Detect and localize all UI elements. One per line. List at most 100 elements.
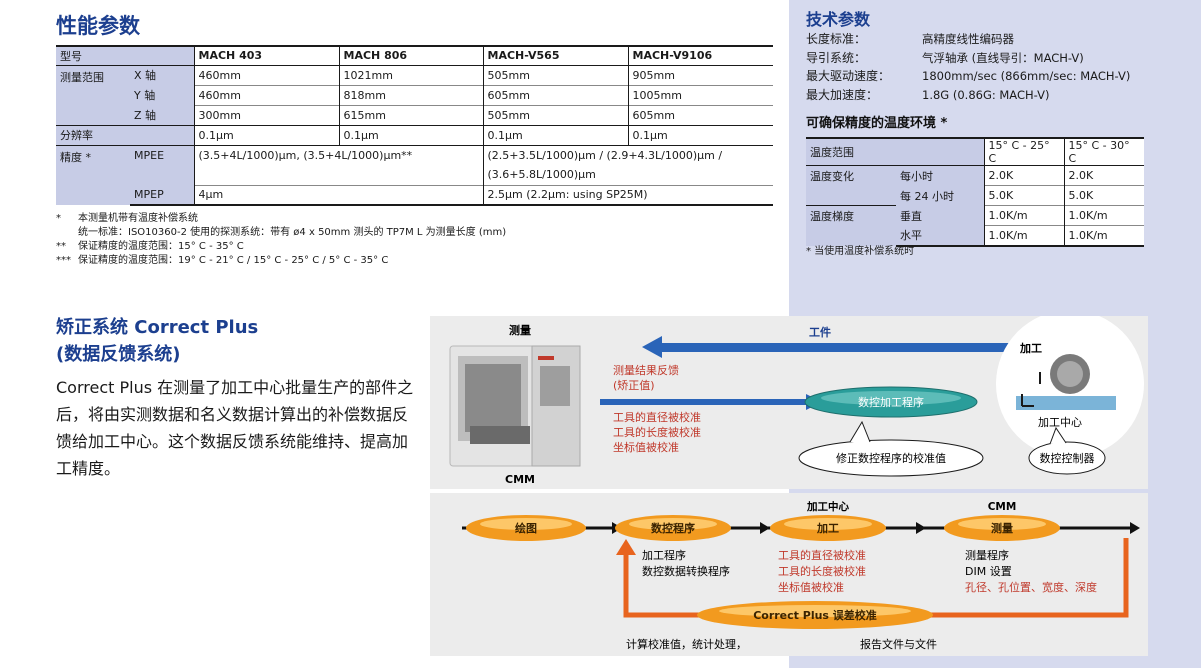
axis-icon: [1021, 394, 1034, 407]
correct-plus-title: 矫正系统 Correct Plus (数据反馈系统): [56, 314, 258, 368]
footnote: 统一标准：ISO10360-2 使用的探测系统：带有 ø4 x 50mm 测头的…: [56, 226, 506, 240]
tech-value: 1.8G (0.86G: MACH-V): [922, 87, 1050, 102]
tech-key: 最大驱动速度：: [806, 69, 891, 83]
table-cell: 905mm: [627, 65, 773, 85]
table-cell-empty: [193, 165, 483, 185]
step-pill: 绘图: [466, 515, 586, 541]
measure-note: DIM 设置: [965, 565, 1012, 578]
table-row: 测量范围 X 轴 460mm 1021mm 505mm 905mm: [56, 65, 773, 125]
measure-note: 测量程序: [965, 548, 1009, 562]
flow-arrow-head: [1130, 522, 1140, 534]
footnote: **保证精度的温度范围：15° C - 35° C: [56, 240, 506, 254]
temp-sub-label: 每 24 小时: [896, 185, 984, 206]
speech-bubble-controller: [1028, 441, 1106, 475]
table-row: 温度梯度 垂直 1.0K/m 1.0K/m: [806, 205, 1144, 246]
correct-plus-body: Correct Plus 在测量了加工中心批量生产的部件之后，将由实测数据和名义…: [56, 378, 414, 478]
table-cell: (3.5+4L/1000)μm, (3.5+4L/1000)μm**: [193, 144, 483, 165]
correct-plus-label: Correct Plus 误差校准: [753, 608, 877, 622]
bubble-controller-text: 数控控制器: [1040, 451, 1095, 465]
temp-table: 温度范围 15° C - 25° C 15° C - 30° C 温度变化 每小…: [806, 137, 1144, 247]
tech-value: 气浮轴承 (直线导引：MACH-V): [922, 50, 1084, 65]
table-cell: 460mm: [193, 65, 339, 85]
workpiece-label: 工件: [809, 325, 831, 339]
machining-note: 工具的直径被校准: [778, 548, 866, 562]
model-cell: MACH-V565: [482, 45, 628, 66]
workpiece-arrow-head: [642, 336, 662, 358]
footnote-text: 统一标准：ISO10360-2 使用的探测系统：带有 ø4 x 50mm 测头的…: [78, 227, 507, 238]
tech-title: 技术参数: [806, 10, 871, 29]
feedback-loop-arrow-head: [616, 539, 636, 555]
tech-value: 高精度线性编码器: [922, 32, 1014, 46]
model-cell: MACH-V9106: [627, 45, 773, 66]
calib-text: 坐标值被校准: [613, 440, 679, 454]
step-pill: 加工: [770, 515, 886, 541]
temp-sub-label: 每小时: [896, 165, 984, 186]
bubble-calibration-text: 修正数控程序的校准值: [836, 451, 946, 465]
tech-key: 长度标准：: [806, 32, 867, 46]
range-label: 测量范围: [56, 65, 130, 125]
temp-note: * 当使用温度补偿系统时: [806, 246, 915, 257]
table-cell: 0.1μm: [482, 124, 628, 145]
table-row: Y 轴 460mm 818mm 605mm 1005mm: [56, 84, 773, 105]
table-row: (3.6+5.8L/1000)μm: [56, 165, 773, 185]
nc-program-label: 数控加工程序: [858, 395, 924, 409]
table-cell: 505mm: [482, 104, 628, 125]
workpiece-block: [1016, 396, 1116, 410]
correct-plus-title-line2: (数据反馈系统): [56, 344, 181, 365]
table-row: 每 24 小时 5.0K 5.0K: [806, 185, 1144, 206]
speech-bubble-tail: [849, 420, 871, 443]
feedback-text: (矫正值): [613, 379, 655, 392]
model-label: 型号: [56, 45, 194, 66]
footer-left-text: 计算校准值，统计处理，: [626, 637, 747, 651]
tech-row: 长度标准： 高精度线性编码器: [806, 30, 1130, 49]
temp-range-label: 温度范围: [806, 137, 984, 166]
performance-title: 性能参数: [56, 14, 140, 38]
footnote-mark: [56, 226, 78, 240]
table-cell: 605mm: [627, 104, 773, 125]
step-label: 数控程序: [651, 521, 695, 535]
flow-arrow-head: [760, 522, 770, 534]
footnote-mark: *: [56, 213, 61, 224]
table-cell: 0.1μm: [338, 124, 483, 145]
tech-row: 最大加速度： 1.8G (0.86G: MACH-V): [806, 86, 1130, 105]
table-cell: 605mm: [482, 84, 628, 105]
tech-key: 导引系统：: [806, 50, 867, 65]
cmm-label: CMM: [505, 473, 535, 486]
table-cell: (3.6+5.8L/1000)μm: [482, 165, 773, 185]
axis-label: Z 轴: [130, 105, 194, 125]
step-label: 测量: [991, 521, 1013, 535]
table-cell: 1021mm: [338, 65, 483, 85]
table-row: MPEP 4μm 2.5μm (2.2μm: using SP25M): [56, 184, 773, 206]
mpee-label: MPEE: [130, 144, 194, 165]
nc-note: 数控数据转换程序: [642, 564, 730, 578]
step-label: 绘图: [515, 521, 537, 535]
table-cell: 15° C - 30° C: [1063, 137, 1144, 166]
mpee-spacer: [130, 165, 194, 185]
table-cell: (2.5+3.5L/1000)μm / (2.9+4.3L/1000)μm /: [482, 144, 773, 165]
correct-plus-title-line1: 矫正系统 Correct Plus: [56, 317, 259, 338]
machining-note: 工具的长度被校准: [778, 564, 866, 578]
table-cell: 615mm: [338, 104, 483, 125]
measure-note: 孔径、孔位置、宽度、深度: [965, 580, 1097, 594]
table-cell: 2.0K: [1063, 165, 1144, 186]
feedback-text: 测量结果反馈: [613, 364, 679, 377]
table-cell: 1.0K/m: [1063, 205, 1144, 226]
calib-text: 工具的直径被校准: [613, 410, 701, 424]
measure-label: 测量: [509, 323, 531, 337]
accuracy-label: 精度 *: [56, 144, 130, 205]
process-diagram: 加工中心 CMM 绘图 数控程序 加工 测量 加工程序 数控: [430, 493, 1148, 656]
tech-row: 最大驱动速度：1800mm/sec (866mm/sec: MACH-V): [806, 67, 1130, 86]
tech-key: 最大加速度：: [806, 87, 879, 102]
footnote: ***保证精度的温度范围：19° C - 21° C / 15° C - 25°…: [56, 254, 506, 268]
footnote-text: 本测量机带有温度补偿系统: [78, 213, 198, 224]
nc-program-shine: [821, 391, 961, 405]
model-cell: MACH 806: [338, 45, 483, 66]
table-row: 水平 1.0K/m 1.0K/m: [806, 225, 1144, 247]
nc-note: 加工程序: [642, 548, 686, 562]
step-pill: 数控程序: [615, 515, 731, 541]
speech-bubble-tail: [1049, 426, 1067, 445]
table-cell: 2.0K: [983, 165, 1064, 186]
table-cell: 1005mm: [627, 84, 773, 105]
footnote-text: 保证精度的温度范围：19° C - 21° C / 15° C - 25° C …: [78, 255, 389, 266]
table-cell: 0.1μm: [193, 124, 339, 145]
